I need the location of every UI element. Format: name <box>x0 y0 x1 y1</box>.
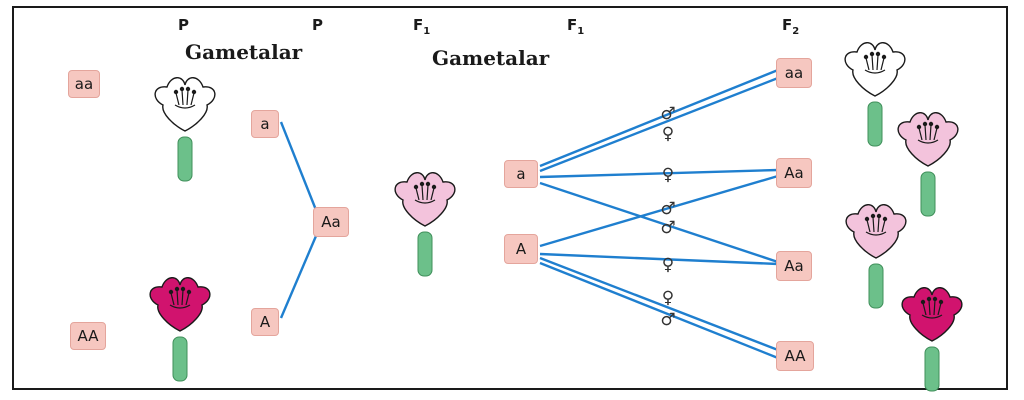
parent-gamete-a: a <box>251 110 279 138</box>
f2-genotype-Aa: Aa <box>776 251 812 281</box>
header-f1-gametes: F1 <box>567 16 585 37</box>
f1-pink-flower-icon <box>394 172 456 277</box>
f2-genotype-aa: aa <box>776 58 812 88</box>
line-a-to-aa <box>539 76 779 173</box>
p-gametes-title: Gametalar <box>185 40 303 64</box>
magenta-flower-icon <box>149 277 211 382</box>
f1-gamete-A: A <box>504 234 538 264</box>
line-A-to-Aa-lower <box>539 252 779 266</box>
parent-gamete-A: A <box>251 308 279 336</box>
female-symbol-icon: ♀ <box>662 165 674 185</box>
male-symbol-icon: ♂ <box>660 199 675 219</box>
line-gamete-a-to-f1 <box>279 121 318 211</box>
f1-gametes-title: Gametalar <box>432 46 550 70</box>
male-symbol-icon: ♂ <box>660 218 675 238</box>
female-symbol-icon: ♀ <box>662 255 674 275</box>
f1-gamete-a: a <box>504 160 538 188</box>
f1-genotype: Aa <box>313 207 349 237</box>
line-a-to-Aa <box>539 168 779 179</box>
parent-dominant-genotype: AA <box>70 322 106 350</box>
f2-genotype-Aa: Aa <box>776 158 812 188</box>
diagram-border <box>12 6 1008 390</box>
male-symbol-icon: ♂ <box>660 310 675 330</box>
f2-genotype-AA: AA <box>776 341 814 371</box>
line-A-to-AA <box>539 261 779 360</box>
line-a-to-Aa-lower <box>539 181 779 264</box>
cross-lines <box>279 68 779 360</box>
parent-recessive-genotype: aa <box>68 70 100 98</box>
f2-magenta-flower-icon <box>901 287 963 392</box>
male-symbol-icon: ♂ <box>660 104 675 124</box>
white-flower-icon <box>154 77 216 182</box>
line-A-to-AA <box>539 256 779 352</box>
female-symbol-icon: ♀ <box>662 124 674 144</box>
f2-pink-flower-icon <box>897 112 959 217</box>
line-a-to-aa <box>539 68 779 168</box>
header-p-gametes: P <box>312 16 323 34</box>
header-p-parental: P <box>178 16 189 34</box>
line-A-to-Aa <box>539 174 779 248</box>
female-symbol-icon: ♀ <box>662 288 674 308</box>
f2-white-flower-icon <box>844 42 906 147</box>
f2-pink-flower-icon <box>845 204 907 309</box>
header-f1-generation: F1 <box>413 16 431 37</box>
header-f2-generation: F2 <box>782 16 800 37</box>
line-gamete-A-to-f1 <box>279 235 318 319</box>
